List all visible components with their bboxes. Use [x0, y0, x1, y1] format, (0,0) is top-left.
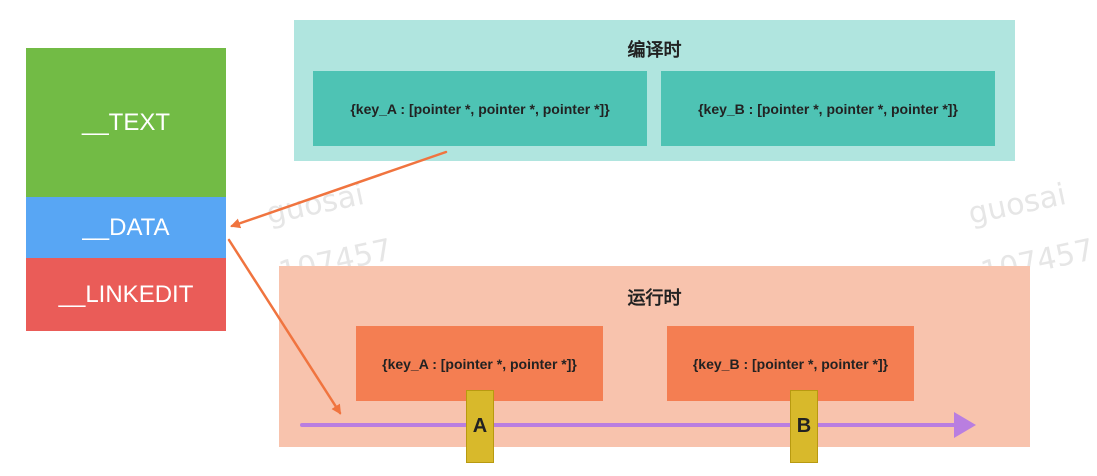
marker-b: B [790, 390, 818, 463]
runtime-entry-key-b-text: {key_B : [pointer *, pointer *]} [692, 355, 889, 372]
segment-data-label: __DATA [82, 213, 170, 241]
compile-time-panel: 编译时 {key_A : [pointer *, pointer *, poin… [294, 20, 1015, 161]
runtime-entry-key-b: {key_B : [pointer *, pointer *]} [667, 326, 914, 401]
compile-entry-key-a: {key_A : [pointer *, pointer *, pointer … [313, 71, 647, 146]
runtime-title: 运行时 [627, 288, 682, 309]
compile-entry-key-b: {key_B : [pointer *, pointer *, pointer … [661, 71, 995, 146]
connector-arrows [227, 150, 976, 438]
arrow-data-to-runtime [227, 238, 342, 415]
runtime-entry-key-a: {key_A : [pointer *, pointer *]} [356, 326, 603, 401]
compile-entry-key-b-text: {key_B : [pointer *, pointer *, pointer … [698, 100, 958, 117]
marker-a: A [466, 390, 494, 463]
marker-b-label: B [796, 415, 812, 437]
runtime-panel: 运行时 {key_A : [pointer *, pointer *]} {ke… [279, 266, 1030, 447]
segment-data: __DATA [26, 197, 226, 258]
timeline-arrowhead [954, 412, 976, 438]
arrow-compile-to-data [230, 150, 448, 229]
segment-text: __TEXT [26, 48, 226, 197]
segment-linkedit-label: __LINKEDIT [58, 280, 194, 308]
segment-linkedit: __LINKEDIT [26, 258, 226, 331]
segment-text-label: __TEXT [81, 108, 171, 136]
marker-a-label: A [472, 415, 488, 437]
compile-entry-key-a-text: {key_A : [pointer *, pointer *, pointer … [350, 100, 610, 117]
compile-time-title: 编译时 [627, 40, 682, 61]
runtime-entry-key-a-text: {key_A : [pointer *, pointer *]} [382, 355, 577, 372]
